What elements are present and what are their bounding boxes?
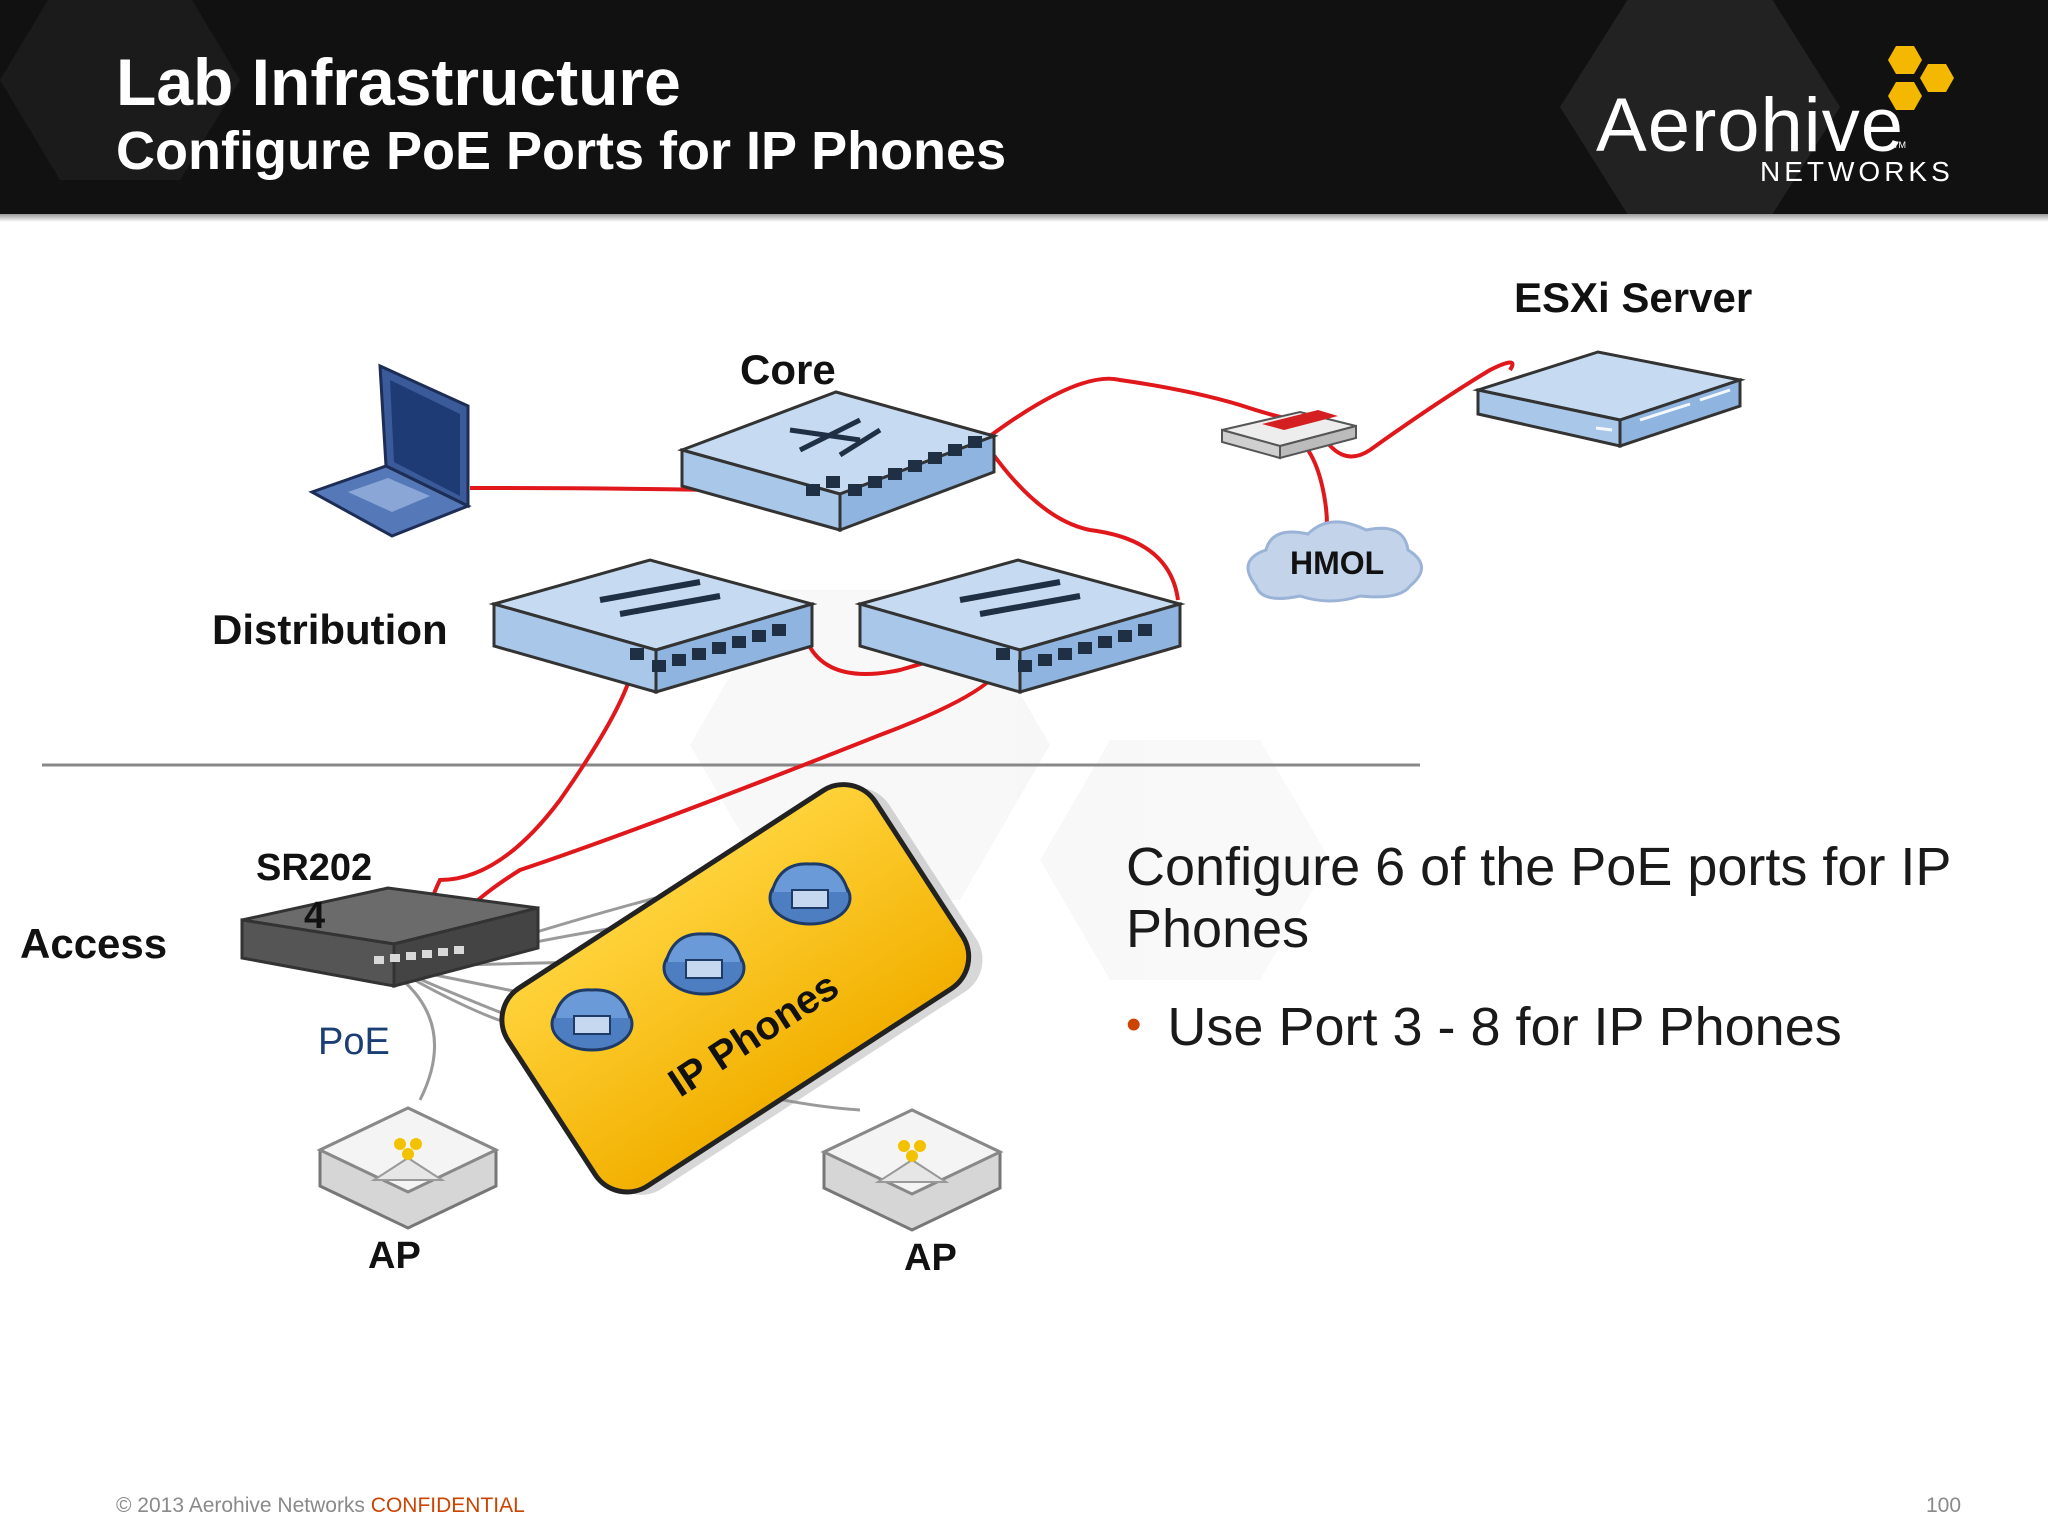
core-label: Core [740, 346, 836, 393]
header-band: Lab Infrastructure Configure PoE Ports f… [0, 0, 2048, 214]
firewall-device [1221, 410, 1357, 460]
ip-phone-icon [768, 862, 852, 926]
ap-left-label: AP [368, 1235, 421, 1277]
sr2024-access-switch [240, 886, 540, 988]
header-shadow [0, 214, 2048, 222]
content-text-block: Configure 6 of the PoE ports for IP Phon… [1126, 836, 2006, 1058]
confidential-text: CONFIDENTIAL [370, 1494, 525, 1517]
poe-label: PoE [318, 1021, 390, 1063]
laptop-icon [308, 363, 472, 538]
distribution-switch-left [488, 558, 818, 695]
slide-title: Lab Infrastructure [116, 45, 681, 119]
main-text: Configure 6 of the PoE ports for IP Phon… [1126, 837, 1951, 959]
bullet-item: • Use Port 3 - 8 for IP Phones [1126, 996, 2006, 1058]
ip-phones-group [499, 782, 983, 1195]
esxi-server [1472, 350, 1746, 449]
access-label: Access [20, 920, 167, 967]
access-point-right-icon [822, 1108, 1002, 1232]
bullet-icon: • [1126, 1000, 1142, 1049]
access-point-left-icon [318, 1106, 498, 1230]
sr2024-label-line1: SR202 [256, 847, 372, 889]
distribution-label: Distribution [212, 606, 448, 653]
distribution-switch-right [854, 558, 1186, 694]
logo-wordmark: Aerohive [1596, 83, 1904, 168]
page-number: 100 [1926, 1494, 1962, 1517]
hmol-cloud-icon [1246, 520, 1423, 603]
ap-right-label: AP [904, 1237, 957, 1279]
slide-subtitle: Configure PoE Ports for IP Phones [116, 121, 1007, 181]
esxi-label: ESXi Server [1514, 274, 1752, 321]
header-hex-pattern [0, 0, 1840, 214]
ip-phone-icon [662, 932, 746, 996]
footer-copyright: © 2013 Aerohive Networks CONFIDENTIAL [116, 1494, 525, 1518]
ip-phone-icon [550, 988, 634, 1052]
core-switch [677, 390, 999, 533]
logo-trademark: TM [1893, 140, 1906, 150]
aerohive-logo-icon [1888, 46, 1954, 110]
sr2024-label-line2: 4 [304, 895, 325, 937]
copyright-text: © 2013 Aerohive Networks [116, 1494, 365, 1517]
logo-networks: NETWORKS [1760, 156, 1954, 187]
bullet-text: Use Port 3 - 8 for IP Phones [1167, 997, 1842, 1057]
hmol-label: HMOL [1290, 545, 1384, 581]
